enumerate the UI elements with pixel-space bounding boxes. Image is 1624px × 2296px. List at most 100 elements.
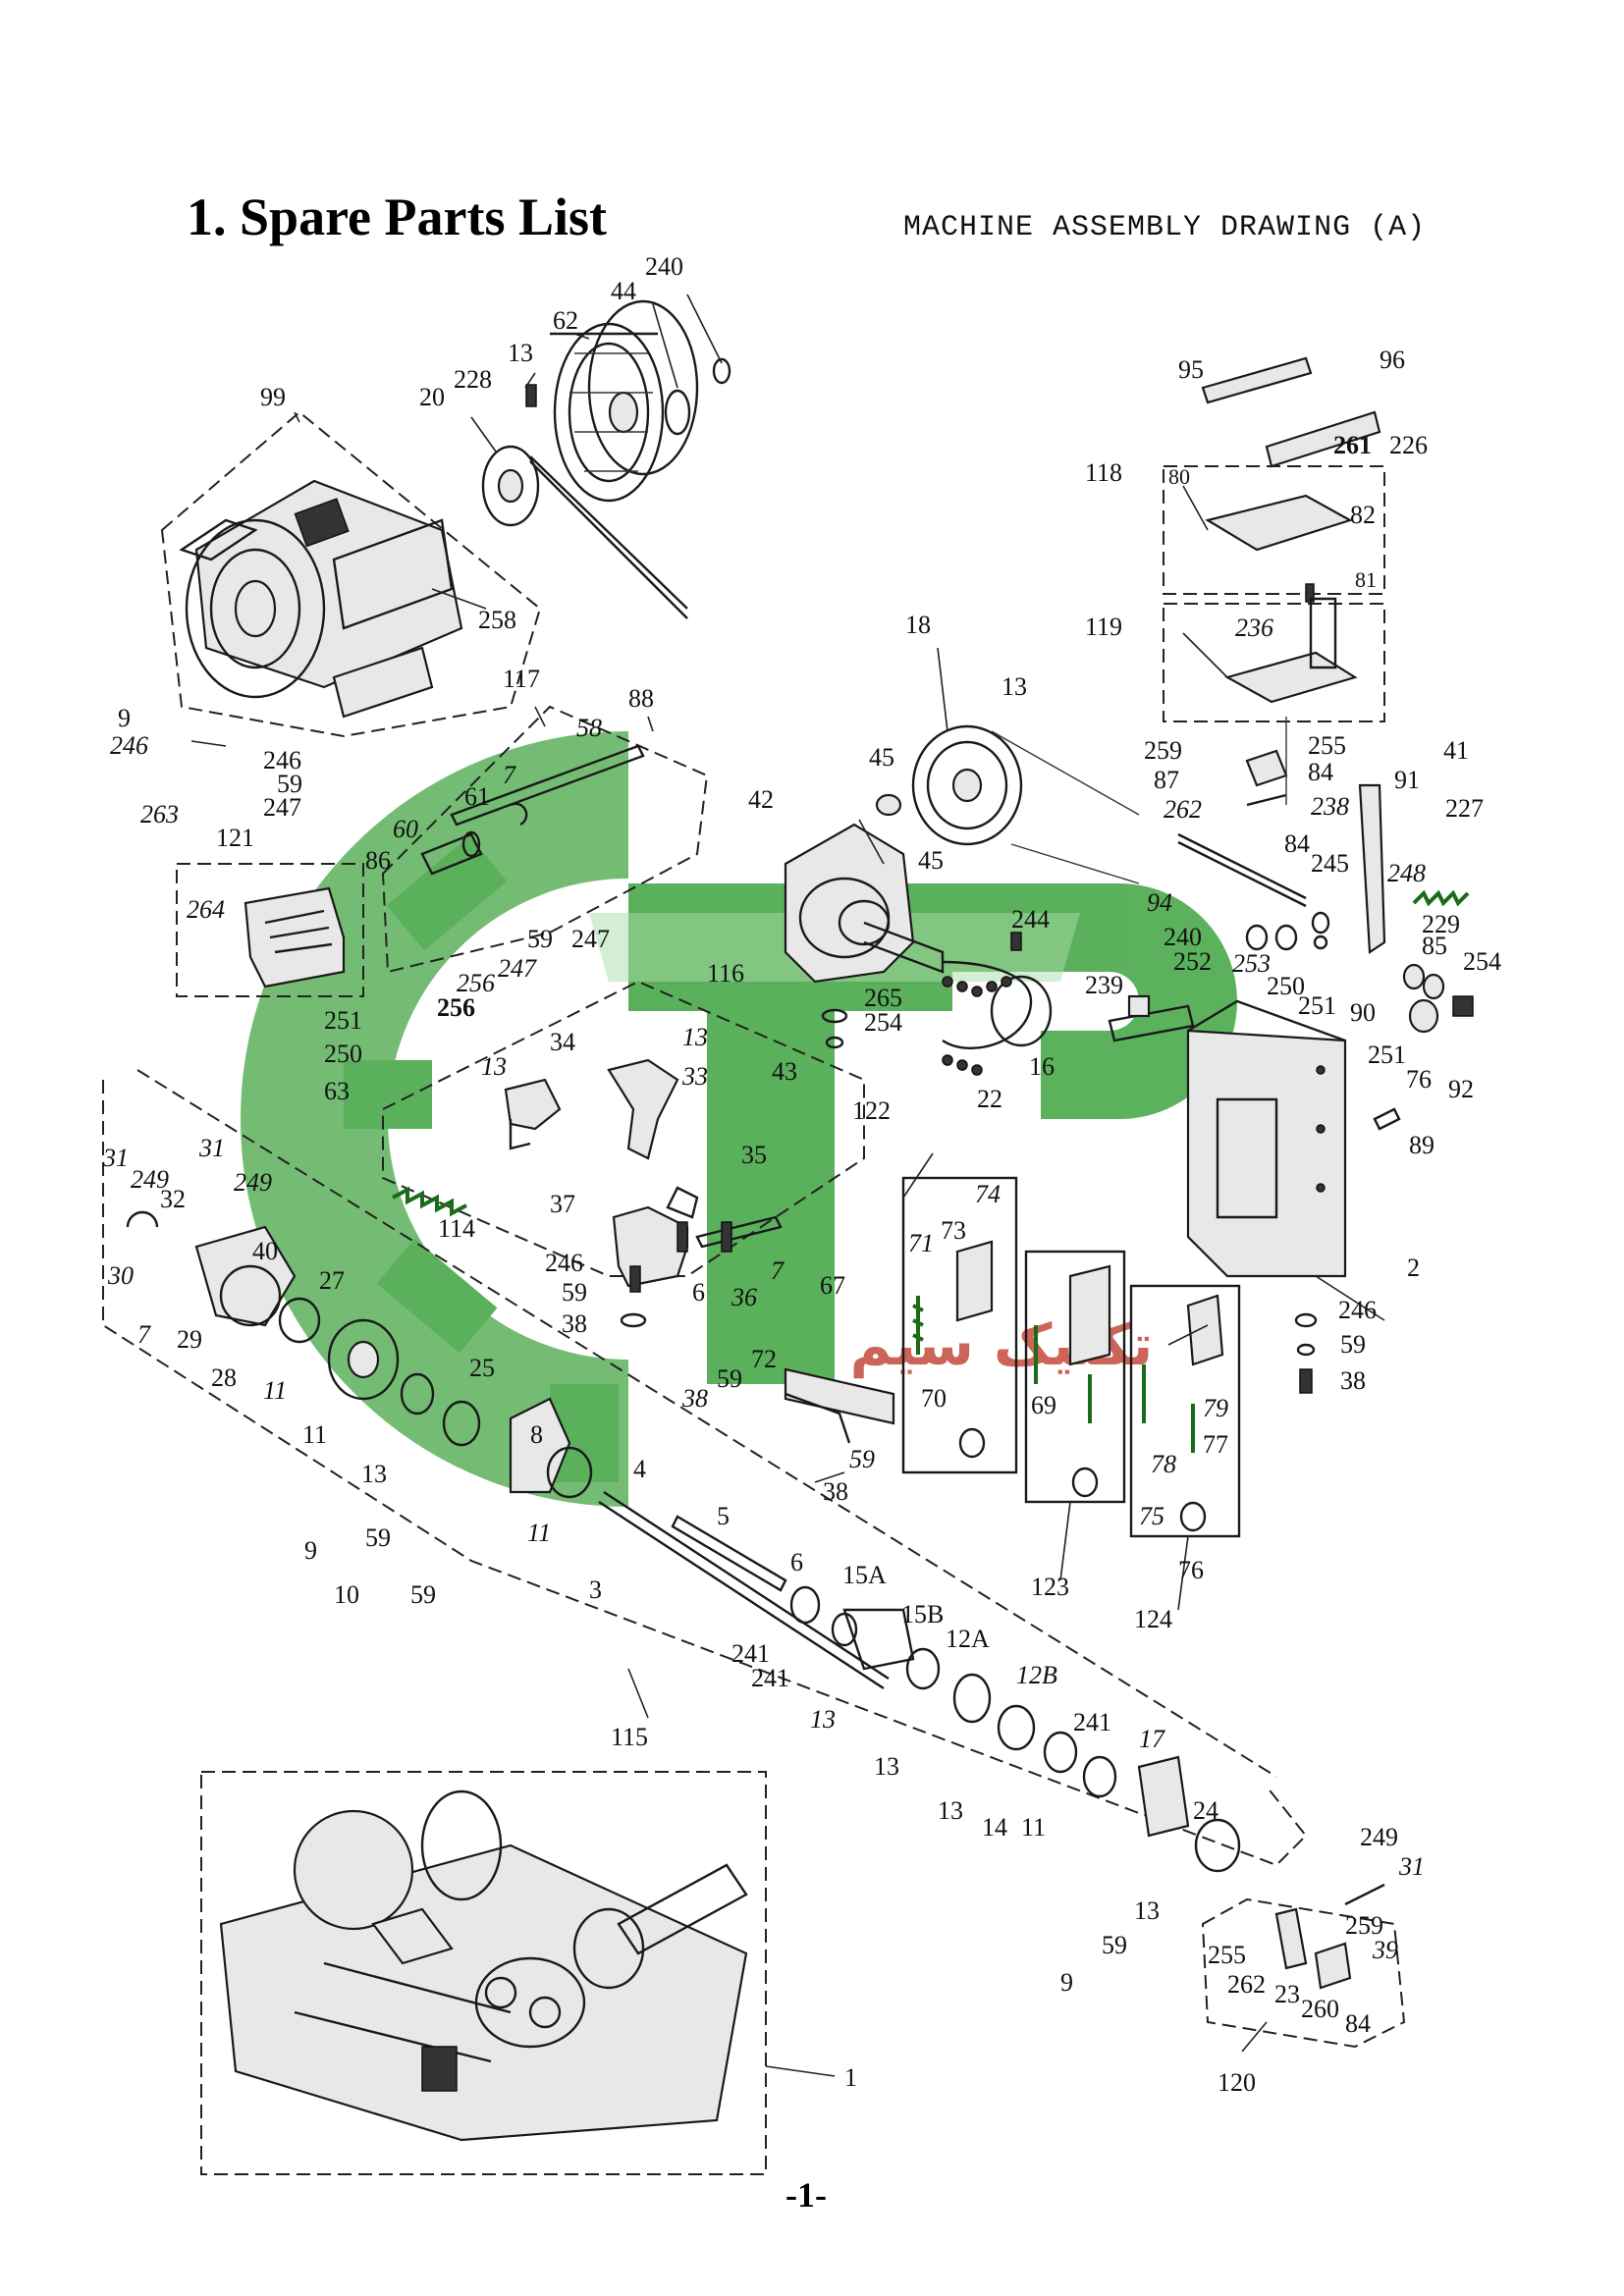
label-7: 7 bbox=[137, 1320, 151, 1349]
label-240: 240 bbox=[645, 252, 683, 281]
label-39: 39 bbox=[1372, 1936, 1398, 1964]
label-118: 118 bbox=[1085, 458, 1122, 487]
label-71: 71 bbox=[908, 1229, 934, 1257]
label-250: 250 bbox=[324, 1040, 362, 1068]
label-36: 36 bbox=[731, 1283, 757, 1311]
label-13: 13 bbox=[481, 1052, 507, 1081]
shaft-117-assembly bbox=[381, 705, 709, 974]
label-241: 241 bbox=[751, 1664, 789, 1692]
lever-rod-assembly bbox=[1108, 783, 1474, 1042]
label-3: 3 bbox=[589, 1575, 602, 1604]
label-255: 255 bbox=[1308, 731, 1346, 760]
label-18: 18 bbox=[905, 611, 931, 639]
gearbox-pulley-assembly bbox=[784, 724, 1140, 1076]
label-12b: 12B bbox=[1016, 1661, 1057, 1689]
label-247: 247 bbox=[263, 793, 301, 822]
label-238: 238 bbox=[1311, 792, 1349, 821]
label-9: 9 bbox=[1060, 1968, 1073, 1997]
label-116: 116 bbox=[707, 959, 744, 988]
label-59: 59 bbox=[277, 770, 302, 798]
label-59: 59 bbox=[1340, 1330, 1366, 1359]
label-87: 87 bbox=[1154, 766, 1179, 794]
label-32: 32 bbox=[160, 1185, 186, 1213]
label-38: 38 bbox=[681, 1384, 708, 1413]
label-247: 247 bbox=[498, 954, 537, 983]
label-124: 124 bbox=[1134, 1605, 1172, 1633]
label-59: 59 bbox=[527, 925, 553, 953]
label-114: 114 bbox=[438, 1214, 475, 1243]
label-119: 119 bbox=[1085, 613, 1122, 641]
label-16: 16 bbox=[1029, 1052, 1055, 1081]
label-4: 4 bbox=[633, 1455, 646, 1483]
label-261: 261 bbox=[1333, 431, 1372, 459]
cam-block-116-assembly bbox=[382, 980, 865, 1328]
presser-plate-assembly bbox=[1163, 356, 1385, 807]
label-28: 28 bbox=[211, 1363, 237, 1392]
label-123: 123 bbox=[1031, 1573, 1069, 1601]
label-33: 33 bbox=[681, 1062, 708, 1091]
label-9: 9 bbox=[118, 704, 131, 732]
label-77: 77 bbox=[1203, 1430, 1228, 1459]
label-259: 259 bbox=[1345, 1911, 1383, 1940]
label-84: 84 bbox=[1345, 2009, 1371, 2038]
label-86: 86 bbox=[365, 846, 391, 875]
label-95: 95 bbox=[1178, 355, 1204, 384]
label-247: 247 bbox=[571, 925, 610, 953]
page-title: 1. Spare Parts List bbox=[187, 187, 607, 246]
label-79: 79 bbox=[1203, 1394, 1228, 1422]
label-59: 59 bbox=[717, 1364, 742, 1393]
label-20: 20 bbox=[419, 383, 445, 411]
label-250: 250 bbox=[1267, 972, 1305, 1000]
label-6: 6 bbox=[790, 1548, 803, 1576]
label-13: 13 bbox=[361, 1460, 387, 1488]
label-245: 245 bbox=[1311, 849, 1349, 878]
label-253: 253 bbox=[1232, 949, 1271, 978]
label-260: 260 bbox=[1301, 1995, 1339, 2023]
label-249: 249 bbox=[234, 1168, 272, 1197]
label-10: 10 bbox=[334, 1580, 359, 1609]
label-60: 60 bbox=[393, 815, 418, 843]
label-246: 246 bbox=[263, 746, 301, 774]
label-249: 249 bbox=[131, 1165, 169, 1194]
label-38: 38 bbox=[562, 1309, 587, 1338]
label-44: 44 bbox=[611, 277, 636, 305]
label-256: 256 bbox=[457, 969, 495, 997]
label-239: 239 bbox=[1085, 971, 1123, 999]
label-59: 59 bbox=[1102, 1931, 1127, 1959]
label-62: 62 bbox=[553, 306, 578, 335]
label-27: 27 bbox=[319, 1266, 345, 1295]
label-13: 13 bbox=[938, 1796, 963, 1825]
label-96: 96 bbox=[1380, 346, 1405, 374]
label-13: 13 bbox=[1001, 672, 1027, 701]
label-263: 263 bbox=[140, 800, 179, 828]
label-31: 31 bbox=[198, 1134, 225, 1162]
label-7: 7 bbox=[503, 761, 516, 789]
label-23: 23 bbox=[1274, 1980, 1300, 2008]
label-41: 41 bbox=[1443, 736, 1469, 765]
label-17: 17 bbox=[1139, 1725, 1165, 1753]
label-262: 262 bbox=[1164, 795, 1202, 824]
label-38: 38 bbox=[1340, 1366, 1366, 1395]
label-25: 25 bbox=[469, 1354, 495, 1382]
label-226: 226 bbox=[1389, 431, 1428, 459]
label-229: 229 bbox=[1422, 910, 1460, 938]
label-84: 84 bbox=[1284, 829, 1310, 858]
label-241: 241 bbox=[731, 1639, 770, 1668]
label-11: 11 bbox=[527, 1519, 551, 1547]
label-244: 244 bbox=[1011, 905, 1050, 934]
main-shaft-115-assembly bbox=[102, 1069, 1308, 1873]
label-13: 13 bbox=[810, 1705, 836, 1734]
label-94: 94 bbox=[1147, 888, 1172, 917]
label-34: 34 bbox=[550, 1028, 575, 1056]
label-72: 72 bbox=[751, 1345, 777, 1373]
watermark: تکنیک سیم bbox=[241, 731, 1237, 1507]
label-13: 13 bbox=[1134, 1896, 1160, 1925]
label-81: 81 bbox=[1355, 567, 1377, 592]
presser-foot-assemblies bbox=[784, 1176, 1241, 1538]
label-76: 76 bbox=[1406, 1065, 1432, 1094]
label-7: 7 bbox=[771, 1256, 785, 1285]
label-115: 115 bbox=[611, 1723, 648, 1751]
label-31: 31 bbox=[1398, 1852, 1425, 1881]
label-76: 76 bbox=[1178, 1556, 1204, 1584]
label-262: 262 bbox=[1227, 1970, 1266, 1999]
